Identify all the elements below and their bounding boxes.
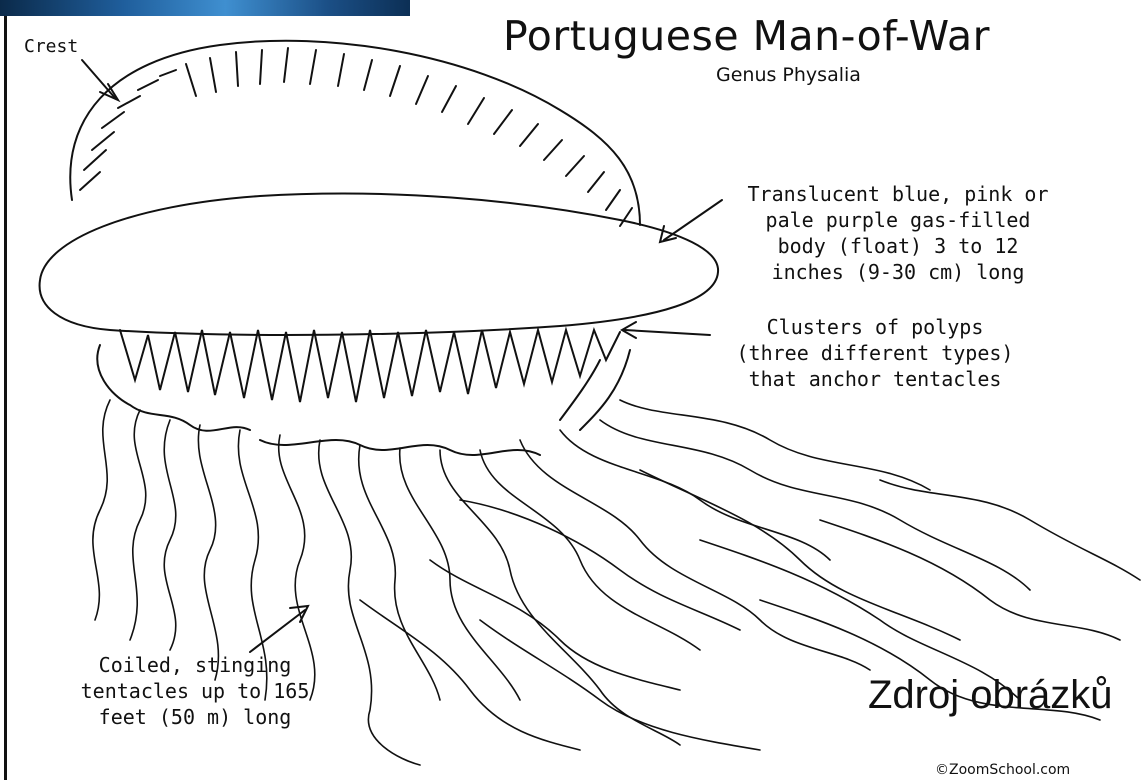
label-polyp-clusters: Clusters of polyps (three different type… bbox=[690, 314, 1060, 392]
image-source-text: Zdroj obrázků bbox=[868, 673, 1113, 718]
float-body bbox=[40, 193, 719, 334]
diagram-subtitle: Genus Physalia bbox=[716, 64, 861, 86]
diagram-title: Portuguese Man-of-War bbox=[503, 12, 990, 60]
label-crest: Crest bbox=[24, 34, 78, 60]
polyp-clusters bbox=[97, 330, 630, 455]
label-arrows bbox=[82, 60, 722, 652]
copyright-text: ©ZoomSchool.com bbox=[935, 762, 1070, 778]
crest-outline bbox=[70, 41, 640, 225]
label-tentacles: Coiled, stinging tentacles up to 165 fee… bbox=[40, 652, 350, 730]
label-float-body: Translucent blue, pink or pale purple ga… bbox=[708, 181, 1088, 285]
crest-ridges bbox=[80, 48, 632, 226]
